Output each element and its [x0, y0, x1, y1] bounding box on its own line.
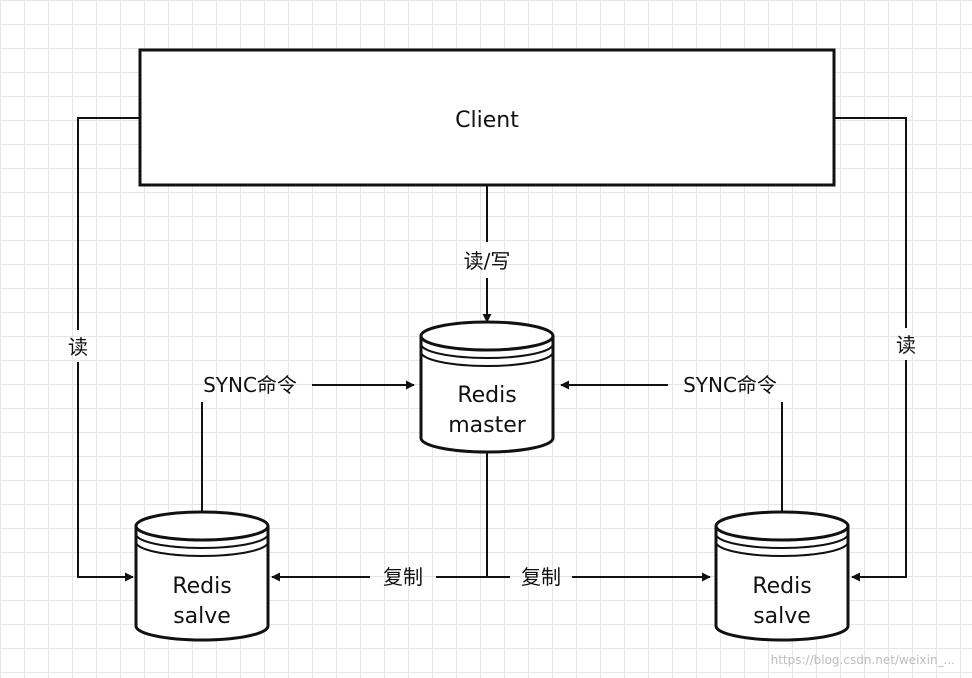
- edge-client-left-slave: 读: [68, 117, 140, 582]
- master-label-line2: master: [448, 413, 527, 438]
- edge-right-sync: SYNC命令: [560, 373, 783, 512]
- redis-master-node: Redis master: [419, 320, 555, 454]
- edge-label-replicate-right: 复制: [521, 565, 561, 589]
- redis-slave-right-node: Redis salve: [714, 510, 850, 642]
- watermark: https://blog.csdn.net/weixin_...: [771, 653, 955, 667]
- edge-label-read-write: 读/写: [464, 249, 511, 273]
- master-label-line1: Redis: [457, 383, 516, 408]
- edge-label-read-left: 读: [68, 335, 88, 359]
- edge-label-read-right: 读: [896, 333, 916, 357]
- client-label: Client: [455, 108, 519, 133]
- edge-client-master: 读/写: [464, 185, 511, 323]
- redis-slave-left-node: Redis salve: [134, 510, 270, 642]
- slave-left-label-line1: Redis: [172, 574, 231, 599]
- slave-right-label-line2: salve: [753, 604, 811, 629]
- edge-left-sync: SYNC命令: [201, 373, 415, 512]
- edge-client-right-slave: 读: [834, 117, 916, 582]
- edge-label-sync-left: SYNC命令: [203, 373, 297, 397]
- edge-label-replicate-left: 复制: [383, 565, 423, 589]
- slave-right-label-line1: Redis: [752, 574, 811, 599]
- slave-left-label-line2: salve: [173, 604, 231, 629]
- edge-replicate: 复制 复制: [271, 452, 711, 589]
- client-node: Client: [138, 48, 836, 187]
- edge-label-sync-right: SYNC命令: [683, 373, 777, 397]
